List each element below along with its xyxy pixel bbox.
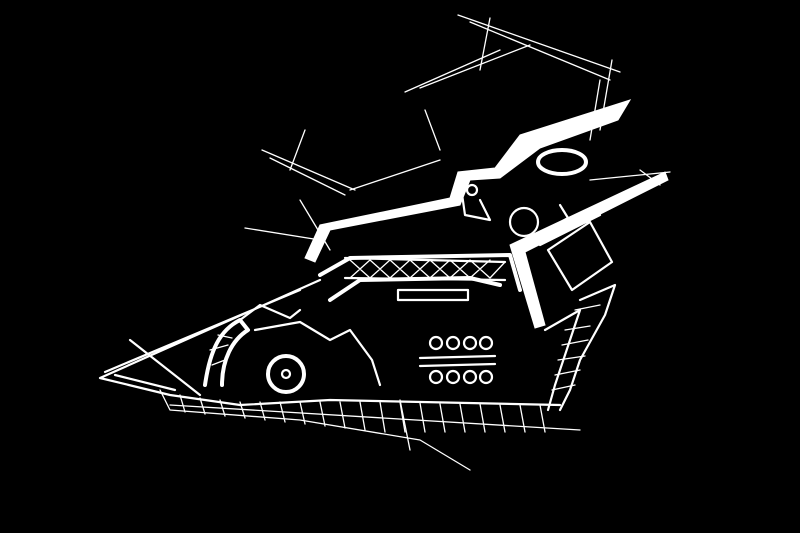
round-table [508,206,540,238]
dining-table [418,335,497,385]
truss [343,256,507,282]
fixtures [266,148,588,394]
oval-fixture [536,148,588,176]
central-circle [266,354,306,394]
bench [396,288,470,302]
chair [554,203,570,227]
arc-room [203,303,382,387]
central-circle-core [280,368,292,380]
desk [538,213,614,292]
roof-lines [244,14,671,251]
ground-hatching [179,304,601,433]
small-circle [465,183,479,197]
